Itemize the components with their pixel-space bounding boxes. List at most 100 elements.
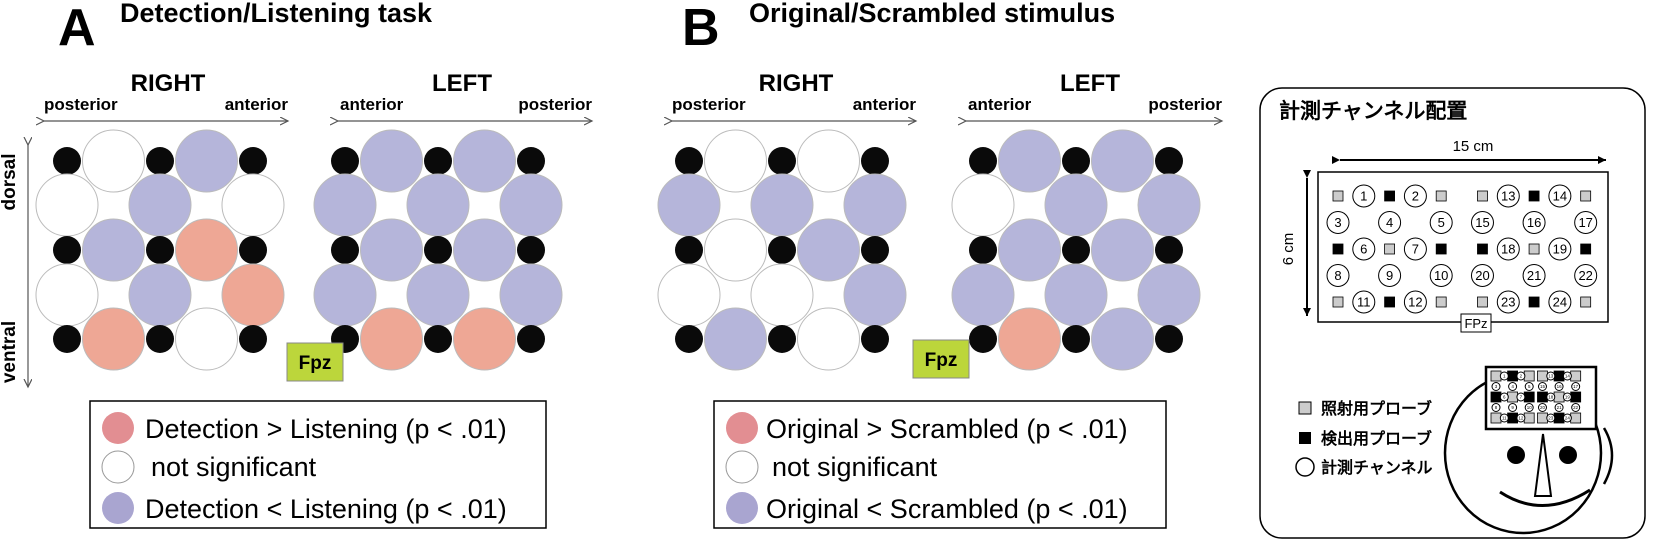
mini-channel-number: 3: [1495, 384, 1498, 389]
layout-title: 計測チャンネル配置: [1279, 99, 1467, 123]
b-right-channel-12: [797, 307, 860, 371]
a-left-channel-1: [360, 129, 423, 193]
layout-channel-19: [1548, 237, 1572, 261]
panel-a-legend-2: not significant: [151, 452, 317, 482]
layout-channel-20: [1470, 264, 1494, 287]
panel-b-left-posterior: posterior: [1148, 95, 1222, 114]
mini-channel-4: [1508, 382, 1518, 391]
panel-a-right-label: RIGHT: [131, 70, 206, 97]
b-left-channel-4: [1044, 173, 1108, 237]
mini-channel-number: 12: [1518, 416, 1524, 421]
detector-probe: [1523, 391, 1535, 403]
panel-a-legend: [89, 400, 547, 529]
mini-channel-10: [1524, 403, 1534, 412]
probe-dot: [1062, 236, 1090, 264]
channel-icon: [1295, 457, 1315, 477]
layout-channel-14: [1548, 184, 1572, 208]
emitter-probe: [1477, 296, 1488, 308]
mini-channel-number: 24: [1565, 416, 1571, 421]
panel-b-right-array: [657, 129, 907, 371]
mini-channel-number: 10: [1527, 405, 1533, 410]
mini-channel-number: 19: [1565, 395, 1571, 400]
layout-channel-number: 9: [1386, 268, 1393, 283]
probe-dot: [969, 147, 997, 175]
emitter-probe: [1570, 412, 1582, 424]
b-right-channel-1: [704, 129, 767, 193]
panel-a-right-posterior: posterior: [44, 95, 118, 114]
layout-channel-number: 11: [1357, 295, 1371, 310]
mini-channel-21: [1554, 403, 1564, 412]
ear-right: [1602, 427, 1614, 485]
mini-channel-number: 9: [1511, 405, 1514, 410]
layout-channel-number: 12: [1408, 295, 1422, 310]
mini-channel-8: [1491, 403, 1501, 412]
panel-b-title: Original/Scrambled stimulus: [749, 0, 1115, 28]
legend-blue-swatch: [102, 492, 134, 524]
probe-dot: [53, 147, 81, 175]
layout-channel-number: 16: [1527, 215, 1541, 230]
probe-dot: [1155, 236, 1183, 264]
emitter-probe: [1537, 370, 1548, 382]
legend-red-swatch: [102, 412, 134, 444]
probe-dot: [146, 325, 174, 353]
a-right-channel-10: [221, 263, 285, 327]
probe-dot: [969, 325, 997, 353]
eye-left: [1507, 446, 1525, 464]
panel-a-left-posterior: posterior: [518, 95, 592, 114]
probe-dot: [239, 236, 267, 264]
mini-channel-number: 20: [1540, 405, 1546, 410]
b-left-channel-12: [1091, 307, 1154, 371]
layout-channel-2: [1403, 184, 1427, 208]
mini-channel-number: 21: [1557, 405, 1563, 410]
panel-b-right-label: RIGHT: [759, 70, 834, 97]
layout-channel-number: 5: [1438, 215, 1445, 230]
probe-dot: [146, 147, 174, 175]
panel-b-legend-2: not significant: [772, 452, 938, 482]
layout-channel-24: [1548, 290, 1572, 314]
layout-channel-5: [1429, 211, 1453, 234]
mini-channel-5: [1524, 382, 1534, 391]
mini-channel-1: [1499, 371, 1509, 381]
detector-probe: [1507, 370, 1518, 382]
layout-channel-number: 23: [1501, 295, 1515, 310]
mini-channel-15: [1537, 382, 1547, 391]
panel-a: A Detection/Listening task RIGHT LEFT po…: [0, 0, 592, 529]
b-right-channel-2: [797, 129, 860, 193]
layout-channel-number: 14: [1553, 189, 1567, 204]
a-right-channel-9: [128, 263, 192, 327]
probe-dot: [861, 147, 889, 175]
b-left-channel-2: [1091, 129, 1154, 193]
b-right-channel-6: [704, 218, 767, 282]
emitter-probe: [1477, 190, 1488, 202]
panel-b-legend-1: Original > Scrambled (p < .01): [766, 414, 1128, 444]
panel-a-right-array: [35, 129, 285, 371]
layout-channel-16: [1522, 211, 1546, 234]
probe-dot: [768, 147, 796, 175]
nose: [1533, 433, 1553, 497]
legend-blue-swatch: [726, 492, 758, 524]
panel-a-right-anterior: anterior: [225, 95, 289, 114]
probe-dot: [1155, 325, 1183, 353]
probe-dot: [331, 236, 359, 264]
mini-channel-3: [1491, 382, 1501, 391]
layout-channel-3: [1326, 211, 1350, 234]
mini-channel-20: [1537, 403, 1547, 412]
mini-channel-18: [1546, 392, 1556, 402]
emitter-probe: [1435, 296, 1447, 308]
mini-channel-7: [1516, 392, 1526, 402]
mini-channel-number: 2: [1520, 374, 1523, 379]
legend-white-swatch: [725, 450, 759, 484]
mini-channel-11: [1499, 413, 1509, 423]
detector-probe: [1384, 190, 1395, 202]
probe-dot: [1155, 147, 1183, 175]
layout-channel-17: [1574, 211, 1598, 234]
layout-channel-number: 15: [1475, 215, 1489, 230]
panel-a-legend-3: Detection < Listening (p < .01): [145, 494, 507, 524]
layout-channel-13: [1496, 184, 1520, 208]
probe-dot: [861, 236, 889, 264]
emitter-probe: [1384, 243, 1395, 255]
b-left-channel-1: [998, 129, 1061, 193]
